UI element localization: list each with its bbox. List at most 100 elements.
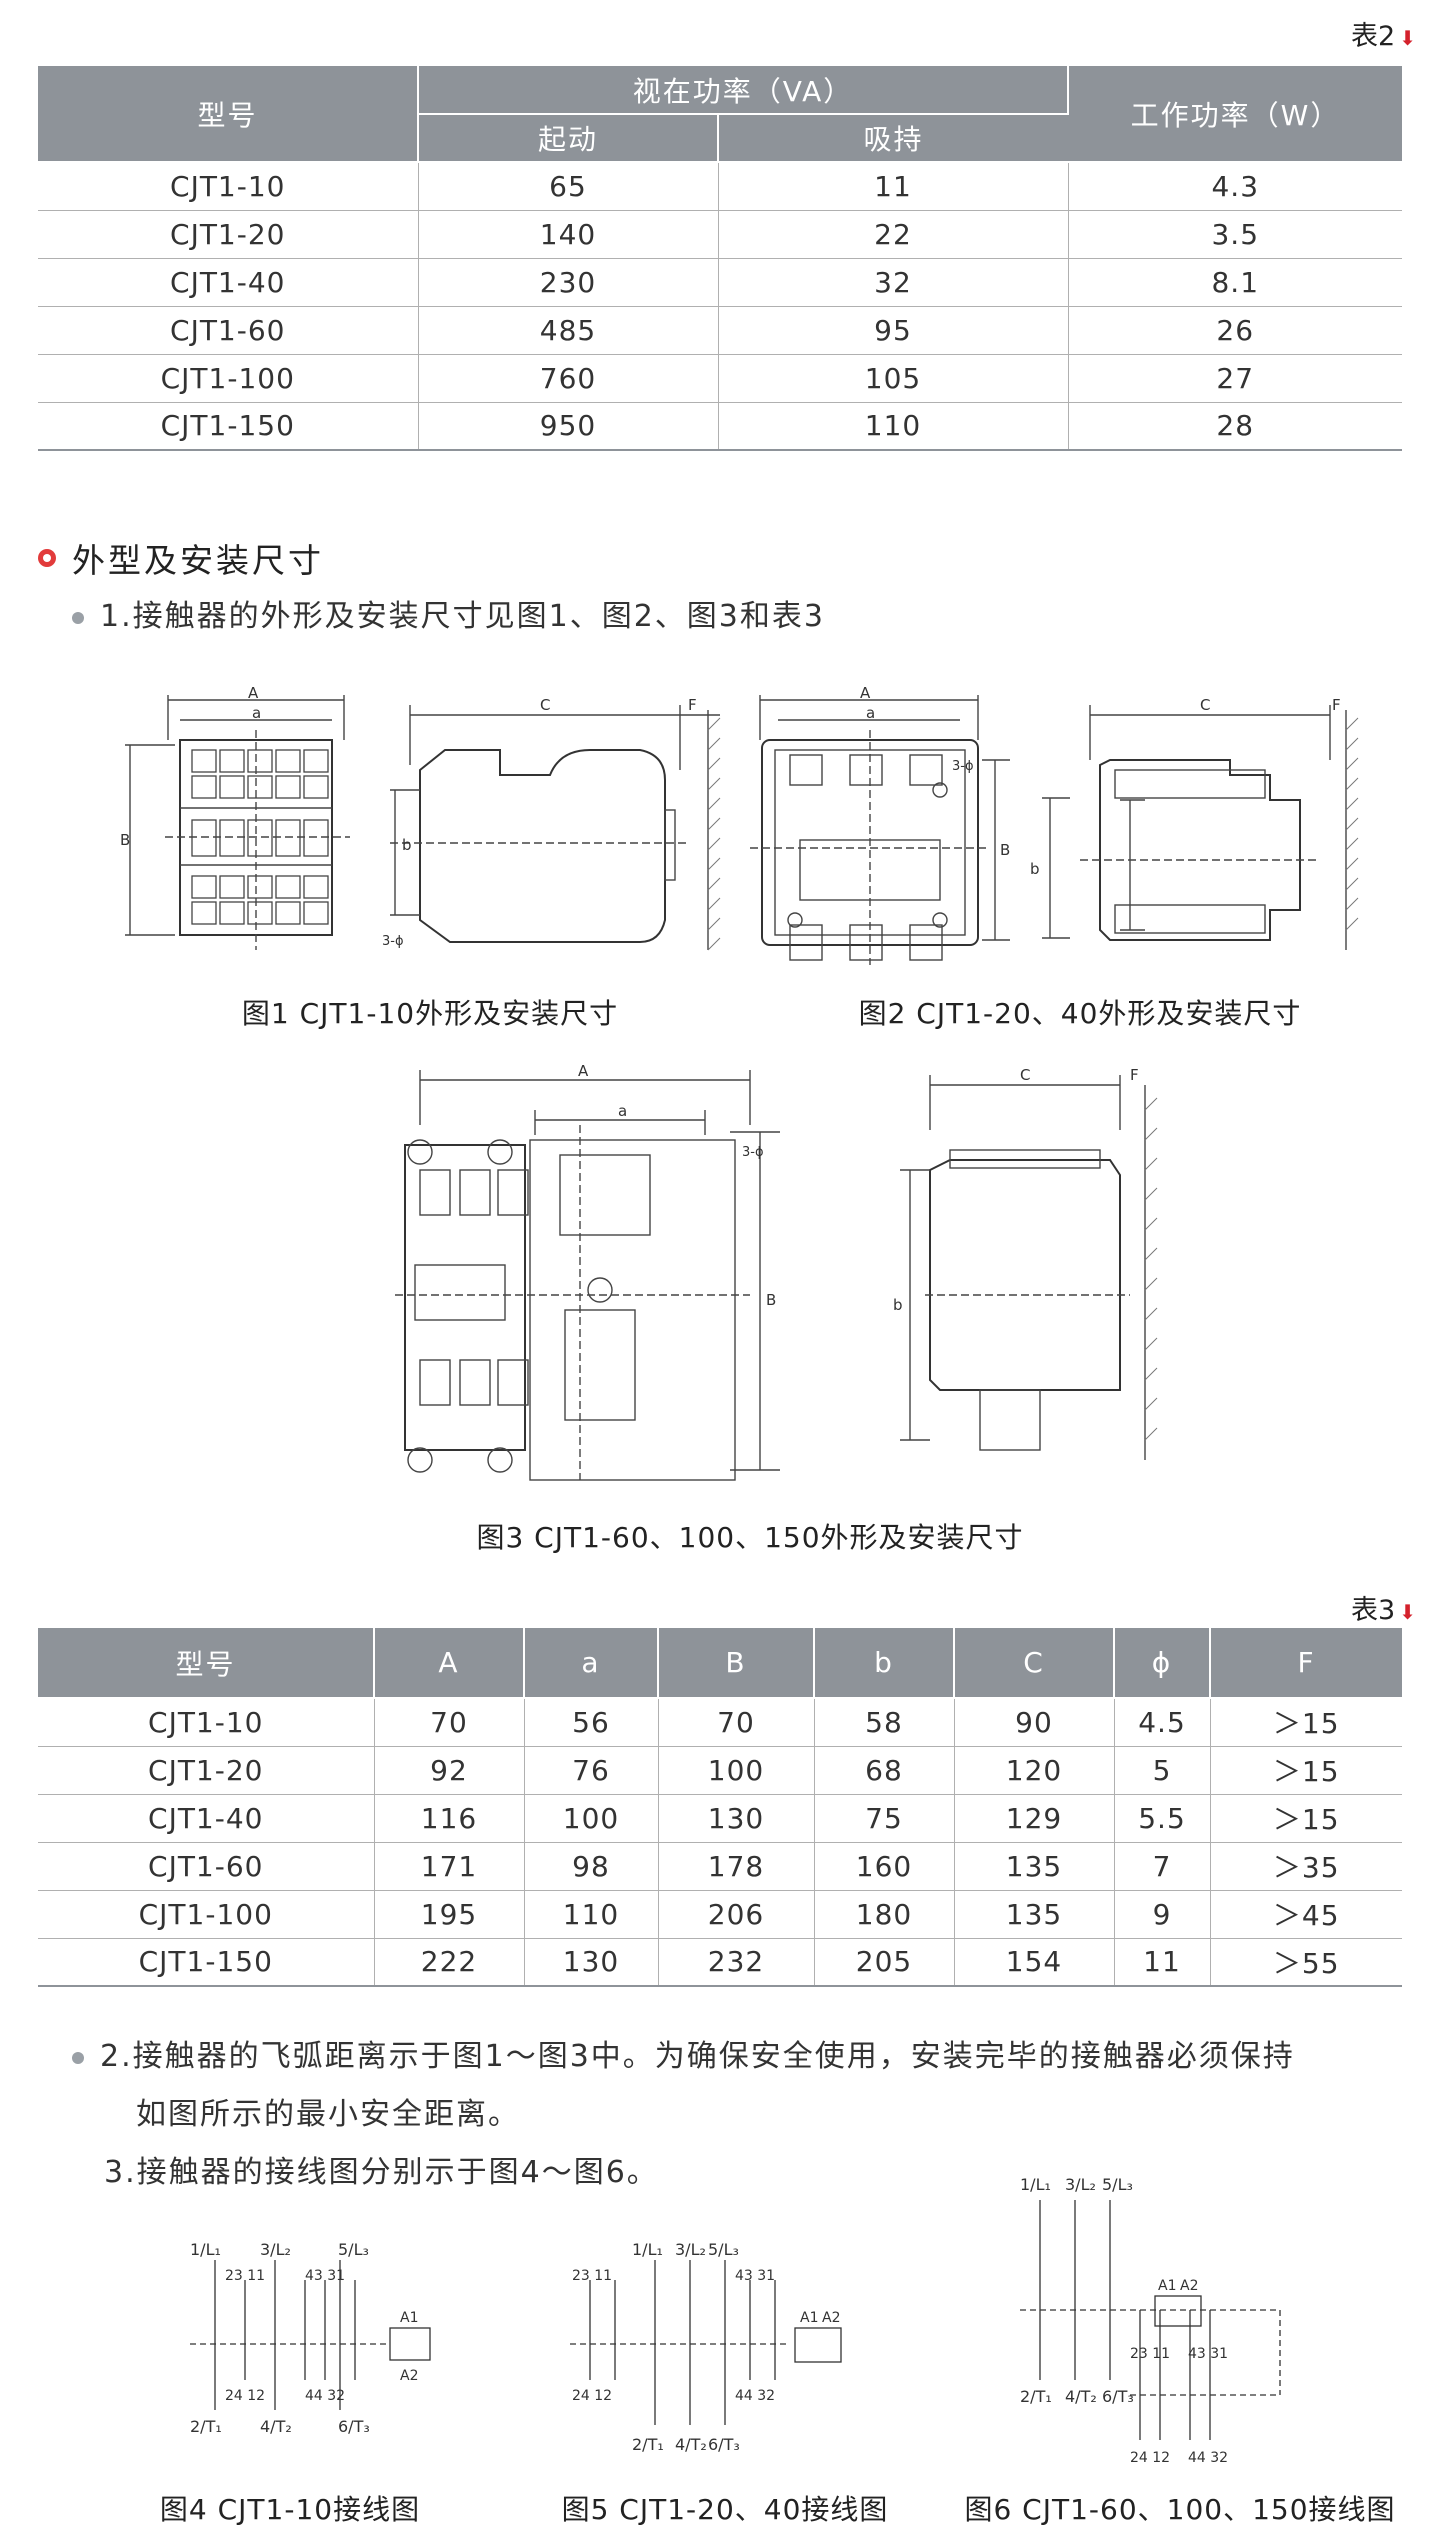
figure6-caption: 图6 CJT1-60、100、150接线图 [964,2493,1396,2526]
coil-A2: A2 [822,2310,840,2326]
aux-top: 23 11 [572,2268,612,2284]
cell-model: CJT1-40 [38,1794,375,1843]
note-item-2-cont: 如图所示的最小安全距离。 [136,2097,520,2132]
cell-F: ＞15 [1210,1746,1402,1795]
cell-b: 205 [814,1938,955,1987]
dim-A-fig3: A [578,1062,589,1080]
dim-C-fig1: C [540,696,550,714]
header-C: C [954,1628,1115,1699]
figure1-drawing: A a B C F b 3-ϕ [120,684,721,951]
header-F: F [1210,1628,1402,1699]
figure2-caption: 图2 CJT1-20、40外形及安装尺寸 [858,997,1302,1030]
terminal-T2: 4/T₂ [260,2417,292,2436]
cell-work: 8.1 [1068,258,1402,307]
coil-A1: A1 [400,2310,418,2326]
dim-B-fig2: B [1000,841,1010,859]
terminal-L1: 1/L₁ [1020,2175,1051,2194]
cell-hold: 22 [718,210,1069,259]
cell-B: 70 [658,1697,815,1747]
cell-phi: 4.5 [1114,1697,1211,1747]
cell-work: 4.3 [1068,161,1402,211]
cell-model: CJT1-150 [38,402,419,451]
terminal-L2: 3/L₂ [260,2240,291,2259]
section-title-text: 外型及安装尺寸 [72,541,324,580]
header-hold: 吸持 [718,114,1068,163]
cell-start: 65 [418,161,719,211]
dim-C-fig2: C [1200,696,1210,714]
terminal-T3: 6/T₃ [708,2435,740,2454]
terminal-T3: 6/T₃ [1102,2387,1134,2406]
terminal-T2: 4/T₂ [675,2435,707,2454]
figure2-drawing: A a B 3-ϕ C F b [750,684,1359,965]
cell-b: 180 [814,1890,955,1939]
cell-phi: 7 [1114,1842,1211,1891]
figure3-caption: 图3 CJT1-60、100、150外形及安装尺寸 [476,1521,1024,1554]
cell-C: 135 [954,1890,1115,1939]
aux-bot: 24 12 [225,2388,265,2404]
cell-work: 26 [1068,306,1402,355]
cell-model: CJT1-20 [38,210,419,259]
terminal-T1: 2/T₁ [1020,2387,1052,2406]
header-a: a [524,1628,659,1699]
note-item-2-line1: 2.接触器的飞弧距离示于图1～图3中。为确保安全使用，安装完毕的接触器必须保持 [100,2039,1295,2074]
coil-A2: A2 [400,2368,418,2384]
cell-start: 140 [418,210,719,259]
cell-b: 58 [814,1697,955,1747]
cell-start: 230 [418,258,719,307]
terminal-L3: 5/L₃ [708,2240,739,2259]
note-item-1-text: 1.接触器的外形及安装尺寸见图1、图2、图3和表3 [100,599,825,634]
header-working-power: 工作功率（W） [1068,66,1402,163]
cell-A: 92 [374,1746,525,1795]
cell-F: ＞45 [1210,1890,1402,1939]
cell-C: 154 [954,1938,1115,1987]
dim-F-fig3: F [1130,1066,1139,1084]
terminal-L1: 1/L₁ [632,2240,663,2259]
cell-start: 485 [418,306,719,355]
dim-hole-fig1: 3-ϕ [382,934,404,949]
cell-A: 70 [374,1697,525,1747]
cell-B: 206 [658,1890,815,1939]
cell-a: 56 [524,1697,659,1747]
header-B: B [658,1628,815,1699]
cell-a: 130 [524,1938,659,1987]
cell-model: CJT1-150 [38,1938,375,1987]
aux-top: 23 11 [225,2268,265,2284]
cell-model: CJT1-10 [38,161,419,211]
figure3-drawing: A a B 3-ϕ C F b [395,1062,1158,1481]
cell-F: ＞15 [1210,1794,1402,1843]
red-down-arrow-icon: ⬇ [1399,26,1416,50]
table3-label: 表3⬇ [1351,1588,1416,1627]
cell-F: ＞55 [1210,1938,1402,1987]
cell-model: CJT1-40 [38,258,419,307]
terminal-T1: 2/T₁ [190,2417,222,2436]
table2-label: 表2⬇ [1351,14,1416,53]
cell-B: 100 [658,1746,815,1795]
terminal-L3: 5/L₃ [338,2240,369,2259]
dim-A-fig2: A [860,684,871,702]
header-model: 型号 [38,66,419,163]
cell-phi: 5 [1114,1746,1211,1795]
header-phi: ϕ [1114,1628,1211,1699]
figure6-wiring: 1/L₁ 3/L₂ 5/L₃ A1 A2 23 11 43 31 2/T₁ 4/… [1020,2175,1281,2466]
cell-model: CJT1-60 [38,306,419,355]
dim-hole-fig3: 3-ϕ [742,1145,764,1160]
figure5-wiring: 1/L₁ 3/L₂ 5/L₃ 23 11 43 31 24 12 44 32 A… [570,2240,842,2454]
cell-model: CJT1-100 [38,354,419,403]
coil-A1: A1 [1158,2278,1176,2294]
table2-label-text: 表2 [1351,21,1396,52]
cell-a: 76 [524,1746,659,1795]
cell-F: ＞15 [1210,1697,1402,1747]
figure1-caption: 图1 CJT1-10外形及安装尺寸 [241,997,619,1030]
aux-top2: 43 31 [305,2268,345,2284]
dim-C-fig3: C [1020,1066,1030,1084]
cell-model: CJT1-60 [38,1842,375,1891]
cell-hold: 110 [718,402,1069,451]
red-down-arrow-icon: ⬇ [1399,1600,1416,1624]
dim-a-fig2: a [866,704,875,722]
bullet-dot-icon [72,2051,84,2064]
cell-phi: 5.5 [1114,1794,1211,1843]
figure5-caption: 图5 CJT1-20、40接线图 [561,2493,889,2526]
cell-work: 27 [1068,354,1402,403]
